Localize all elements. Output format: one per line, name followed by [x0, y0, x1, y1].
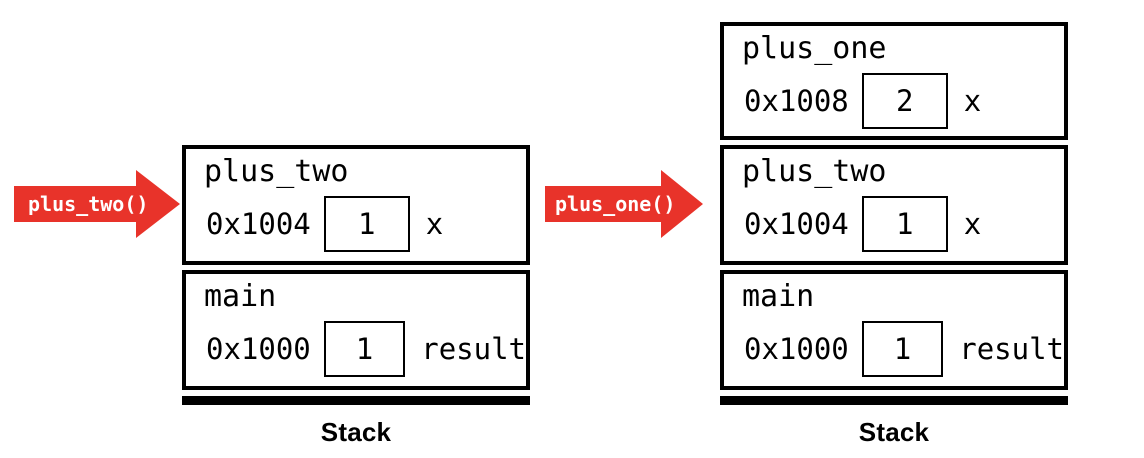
frame-function-name: plus_one: [742, 31, 887, 66]
frame-slot-value-box[interactable]: 1: [323, 196, 410, 252]
frame-slot-value: 1: [896, 206, 914, 241]
frame-function-name: main: [742, 279, 815, 314]
frame-slot-value: 1: [355, 331, 374, 366]
frame-slot-address: 0x1004: [744, 206, 849, 241]
frame-slot-value-box[interactable]: 1: [861, 196, 948, 252]
stack-frame[interactable]: plus_two 0x1004 1 x: [182, 145, 530, 265]
right-stack-frames: plus_one 0x1008 2 x plus_two 0x1004 1 x: [720, 22, 1068, 390]
stack-caption: Stack: [858, 417, 930, 447]
stack-base-bar: [182, 396, 530, 405]
frame-slot-variable: x: [963, 206, 982, 241]
call-arrow-plus-two: plus_two(): [14, 168, 182, 240]
frame-slot: 0x1004 1 x: [186, 195, 526, 253]
frame-function-name: plus_two: [204, 154, 349, 189]
arrow-shape-icon: [14, 170, 180, 238]
stack-frame[interactable]: plus_one 0x1008 2 x: [720, 22, 1068, 140]
stack-caption: Stack: [320, 417, 392, 447]
frame-slot-value: 1: [358, 206, 376, 241]
right-stack: plus_one 0x1008 2 x plus_two 0x1004 1 x: [720, 22, 1068, 447]
frame-slot-value-box[interactable]: 1: [323, 321, 406, 377]
frame-slot-address: 0x1000: [206, 331, 311, 366]
call-arrow-plus-two-label: plus_two(): [28, 192, 149, 216]
frame-function-name: main: [204, 279, 277, 314]
stack-frame[interactable]: main 0x1000 1 result: [720, 270, 1068, 390]
left-stack: plus_two 0x1004 1 x main 0x1000 1 result: [182, 145, 530, 447]
frame-slot-variable: result: [959, 331, 1064, 366]
frame-slot-address: 0x1000: [744, 331, 849, 366]
frame-slot: 0x1004 1 x: [724, 195, 1064, 253]
stack-base-bar: [720, 396, 1068, 405]
frame-slot-value: 2: [896, 83, 914, 118]
arrow-shape-icon: [545, 170, 703, 238]
frame-slot: 0x1000 1 result: [724, 320, 1064, 378]
frame-slot-variable: x: [425, 206, 444, 241]
frame-function-name: plus_two: [742, 154, 887, 189]
frame-slot: 0x1008 2 x: [724, 72, 1064, 130]
frame-slot-value: 1: [893, 331, 912, 366]
frame-slot-value-box[interactable]: 2: [861, 73, 948, 129]
frame-slot-address: 0x1008: [744, 83, 849, 118]
frame-slot-value-box[interactable]: 1: [861, 321, 944, 377]
frame-slot-address: 0x1004: [206, 206, 311, 241]
call-arrow-plus-one-label: plus_one(): [555, 192, 676, 216]
call-arrow-plus-one: plus_one(): [545, 168, 705, 240]
frame-slot-variable: result: [421, 331, 526, 366]
left-stack-frames: plus_two 0x1004 1 x main 0x1000 1 result: [182, 145, 530, 390]
stack-frame[interactable]: plus_two 0x1004 1 x: [720, 145, 1068, 265]
frame-slot: 0x1000 1 result: [186, 320, 526, 378]
frame-slot-variable: x: [963, 83, 982, 118]
stack-frame[interactable]: main 0x1000 1 result: [182, 270, 530, 390]
